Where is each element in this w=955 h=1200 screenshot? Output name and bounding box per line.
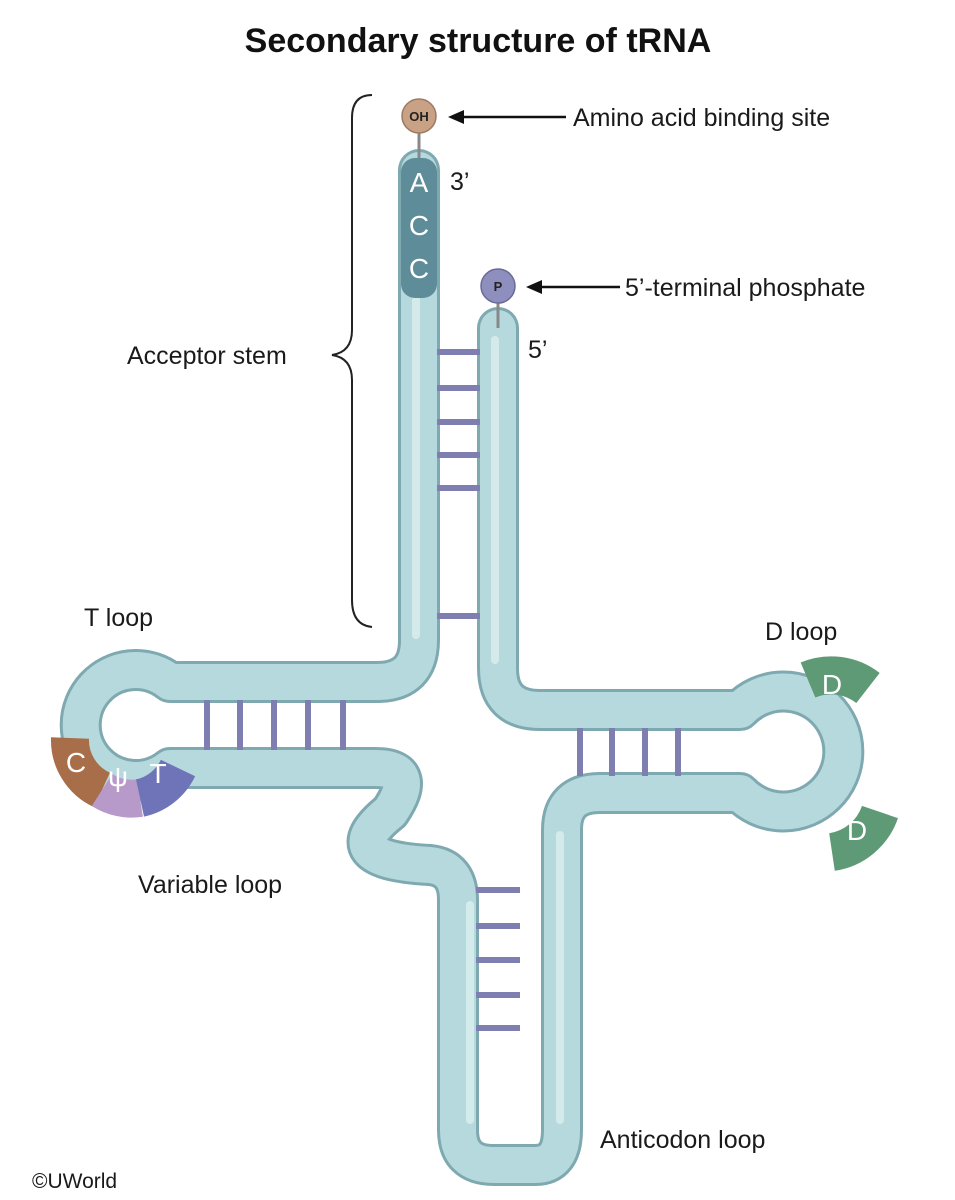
t-loop-base-c: C — [66, 747, 86, 778]
variable-loop-label: Variable loop — [138, 871, 282, 899]
p-cap — [480, 268, 516, 304]
t-loop-base-t: T — [149, 758, 166, 789]
oh-cap-label: OH — [409, 109, 429, 124]
acceptor-tip — [401, 158, 437, 298]
anticodon-arm-base-pairs — [476, 887, 520, 1031]
five-prime-label: 5’ — [528, 336, 547, 364]
t-loop-base-psi: ψ — [108, 761, 128, 792]
t-arm-base-pairs — [204, 700, 346, 750]
t-loop-label: T loop — [84, 604, 153, 632]
acceptor-stem-brace — [331, 94, 373, 628]
terminal-phosphate-label: 5’-terminal phosphate — [625, 274, 865, 302]
diagram-title: Secondary structure of tRNA — [245, 22, 712, 60]
acceptor-stem-label: Acceptor stem — [127, 342, 287, 370]
rna-strand — [59, 149, 865, 1186]
t-loop-base-c-segment — [51, 737, 111, 808]
phosphate-arrow — [526, 280, 620, 294]
d-loop-base-1-segment — [800, 656, 880, 704]
anticodon-loop-hole — [482, 1060, 538, 1142]
d-loop-label: D loop — [765, 618, 837, 646]
acceptor-base-1: A — [410, 167, 429, 198]
three-prime-label: 3’ — [450, 168, 469, 196]
acceptor-base-3: C — [409, 253, 429, 284]
amino-acid-binding-site-label: Amino acid binding site — [573, 104, 830, 132]
amino-acid-arrow — [448, 110, 566, 124]
d-arm-base-pairs — [577, 728, 681, 776]
acceptor-stem-base-pairs — [437, 349, 480, 619]
t-loop-base-psi-segment — [91, 773, 143, 818]
p-cap-label: P — [494, 279, 503, 294]
oh-cap — [401, 98, 437, 134]
d-loop-base-2: D — [847, 815, 867, 846]
copyright-label: ©UWorld — [32, 1170, 117, 1193]
d-loop-base-2-segment — [828, 805, 898, 871]
anticodon-loop-label: Anticodon loop — [600, 1126, 765, 1154]
t-loop-base-t-segment — [135, 758, 196, 817]
acceptor-base-2: C — [409, 210, 429, 241]
d-loop-base-1: D — [822, 669, 842, 700]
